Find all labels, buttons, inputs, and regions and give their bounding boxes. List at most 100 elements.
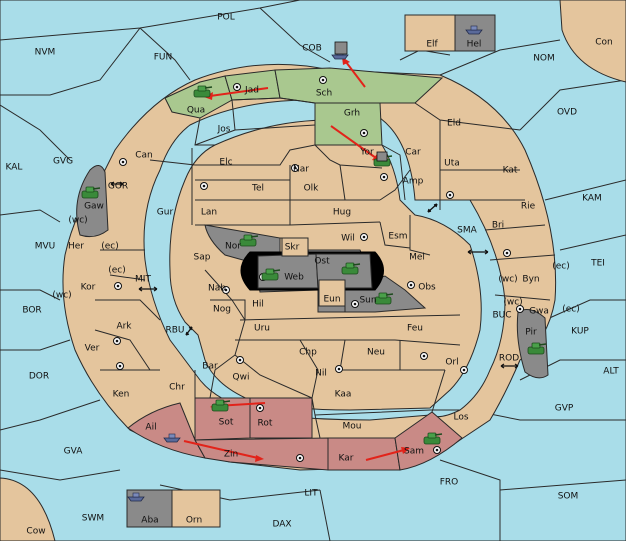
label-Bri: Bri xyxy=(492,221,504,231)
region-Eun-box xyxy=(318,279,346,307)
label-SOM: SOM xyxy=(558,492,579,502)
label-Kar: Kar xyxy=(339,454,354,464)
label-ROD: ROD xyxy=(499,354,519,364)
label-ec4: (ec) xyxy=(562,305,580,315)
label-COB: COB xyxy=(302,44,322,54)
label-Los: Los xyxy=(453,413,468,423)
label-Sun: Sun xyxy=(359,296,376,306)
label-DOR: DOR xyxy=(29,372,49,382)
label-KAM: KAM xyxy=(582,194,602,204)
label-Car: Car xyxy=(405,148,421,158)
fleet-box-cob xyxy=(334,41,348,55)
label-Ken: Ken xyxy=(113,390,130,400)
label-Jad: Jad xyxy=(244,86,259,96)
label-Jos: Jos xyxy=(217,125,231,135)
label-ALT: ALT xyxy=(603,367,619,377)
label-wc2: (wc) xyxy=(52,291,71,301)
label-Sap: Sap xyxy=(194,253,211,263)
label-Qwi: Qwi xyxy=(233,373,250,383)
label-GOR: GOR xyxy=(108,182,128,192)
label-Nog: Nog xyxy=(213,305,231,315)
label-Lan: Lan xyxy=(201,208,217,218)
label-Kaa: Kaa xyxy=(335,390,352,400)
label-MIT: MIT xyxy=(135,275,151,285)
label-Skr: Skr xyxy=(285,243,300,253)
label-Rie: Rie xyxy=(521,202,536,212)
label-Nar: Nar xyxy=(293,165,309,175)
region-Skr-box xyxy=(281,237,309,257)
label-Her: Her xyxy=(68,242,84,252)
label-KUP: KUP xyxy=(571,327,589,337)
label-Ost: Ost xyxy=(314,257,330,267)
label-Hug: Hug xyxy=(333,208,351,218)
label-Eun: Eun xyxy=(323,295,340,305)
label-Sch: Sch xyxy=(316,89,332,99)
label-Wil: Wil xyxy=(341,234,355,244)
label-GVP: GVP xyxy=(555,404,574,414)
label-Ver: Ver xyxy=(85,344,100,354)
label-Feu: Feu xyxy=(407,324,423,334)
label-Qua: Qua xyxy=(187,106,205,116)
label-Bar: Bar xyxy=(202,362,218,372)
label-Pir: Pir xyxy=(525,328,537,338)
label-Sam: Sam xyxy=(404,447,424,457)
label-Uta: Uta xyxy=(444,159,460,169)
label-OVD: OVD xyxy=(557,108,577,118)
coast-connector-arrows xyxy=(110,181,519,369)
region-Gaw[interactable] xyxy=(76,165,109,238)
label-Gaw: Gaw xyxy=(84,202,104,212)
label-Uru: Uru xyxy=(254,324,270,334)
label-Byn: Byn xyxy=(522,275,539,285)
label-Gur: Gur xyxy=(157,208,174,218)
label-RBU: RBU xyxy=(165,326,184,336)
label-Chp: Chp xyxy=(299,348,317,358)
label-Elf: Elf xyxy=(426,40,438,50)
label-Eld: Eld xyxy=(447,119,461,129)
label-Obs: Obs xyxy=(418,283,436,293)
label-Mou: Mou xyxy=(343,422,362,432)
label-Esm: Esm xyxy=(388,232,407,242)
label-wc1: (wc) xyxy=(68,216,87,226)
label-Grh: Grh xyxy=(344,109,360,119)
label-Sot: Sot xyxy=(219,418,234,428)
label-LIT: LIT xyxy=(304,489,318,499)
label-Elc: Elc xyxy=(219,158,232,168)
label-TEI: TEI xyxy=(590,259,605,269)
label-Cow: Cow xyxy=(26,527,45,537)
label-NVM: NVM xyxy=(35,48,56,58)
label-POL: POL xyxy=(217,13,235,23)
label-Kat: Kat xyxy=(503,166,518,176)
label-Nor: Nor xyxy=(225,242,241,252)
region-Orn[interactable] xyxy=(171,489,221,528)
fleet-box-yor xyxy=(376,151,388,162)
label-Chr: Chr xyxy=(169,383,185,393)
label-GVA: GVA xyxy=(64,447,84,457)
label-Web: Web xyxy=(284,273,304,283)
label-wc3: (wc) xyxy=(498,275,517,285)
label-FRO: FRO xyxy=(440,478,459,488)
region-Zin[interactable] xyxy=(194,437,329,471)
label-GVG: GVG xyxy=(53,157,73,167)
label-SWM: SWM xyxy=(82,514,104,524)
label-ec2: (ec) xyxy=(108,266,126,276)
label-Neu: Neu xyxy=(367,348,385,358)
label-Ark: Ark xyxy=(116,322,132,332)
label-Amp: Amp xyxy=(403,177,424,187)
label-Gwa: Gwa xyxy=(529,307,549,317)
label-Hil: Hil xyxy=(252,300,264,310)
label-NOM: NOM xyxy=(533,54,555,64)
label-Mel: Mel xyxy=(409,253,425,263)
label-Orl: Orl xyxy=(445,358,458,368)
label-KAL: KAL xyxy=(6,163,23,173)
label-FUN: FUN xyxy=(154,53,173,63)
label-Rot: Rot xyxy=(258,419,273,429)
label-Zin: Zin xyxy=(224,450,238,460)
label-ec1: (ec) xyxy=(101,242,119,252)
label-Con: Con xyxy=(595,38,613,48)
label-wc4: (wc) xyxy=(503,298,522,308)
region-labels: POL NVM FUN COB Elf Hel Con NOM OVD KAL … xyxy=(6,13,620,537)
label-Orn: Orn xyxy=(186,516,202,526)
label-MVU: MVU xyxy=(35,242,56,252)
region-Elf[interactable] xyxy=(404,14,456,52)
